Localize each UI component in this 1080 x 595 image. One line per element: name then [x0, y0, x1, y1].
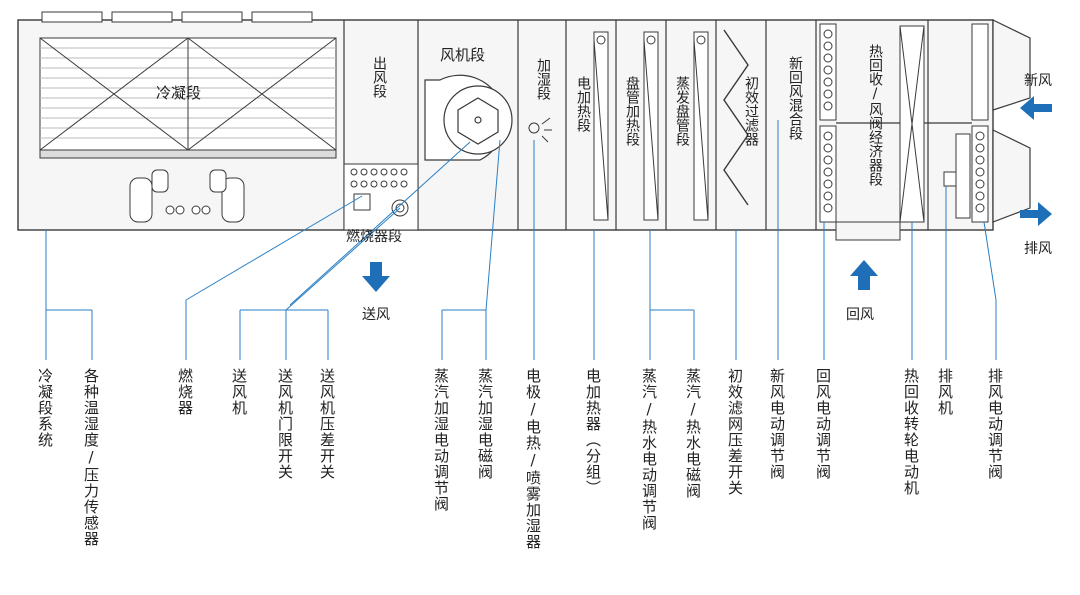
label-coil-heat-section: 盘管加热段 — [624, 76, 640, 146]
fresh-air-hood — [992, 19, 1031, 111]
label-supply-air: 送风 — [362, 307, 390, 323]
condenser-fans — [41, 11, 313, 23]
callout-door-switch: 送风机门限开关 — [276, 368, 294, 480]
label-fresh-air: 新风 — [1024, 73, 1052, 89]
callout-return-damper: 回风电动调节阀 — [814, 368, 832, 480]
airflow-arrows — [362, 96, 1052, 292]
dampers — [819, 23, 989, 223]
callout-burner: 燃烧器 — [176, 368, 194, 416]
label-fan-section: 风机段 — [440, 46, 486, 64]
heater-bars — [593, 31, 709, 221]
label-humidify-section: 加湿段 — [535, 58, 551, 100]
callout-filter-pressure-switch: 初效滤网压差开关 — [726, 368, 744, 496]
callout-sensors: 各种温湿度/压力传感器 — [82, 368, 100, 547]
callout-water-solenoid: 蒸汽/热水电磁阀 — [684, 368, 702, 499]
humidifier-symbol — [528, 117, 552, 143]
label-exhaust-air: 排风 — [1024, 241, 1052, 257]
callout-water-control-valve: 蒸汽/热水电动调节阀 — [640, 368, 658, 531]
label-filter-section: 初效过滤器 — [743, 76, 759, 146]
callout-electric-heater: 电加热器（分组） — [584, 368, 602, 496]
callout-supply-fan: 送风机 — [230, 368, 248, 416]
label-condensing-section: 冷凝段 — [156, 84, 202, 102]
callout-exhaust-fan: 排风机 — [936, 368, 954, 416]
supply-fan — [424, 74, 513, 161]
callout-exhaust-damper: 排风电动调节阀 — [986, 368, 1004, 480]
label-burner-section: 燃烧器段 — [346, 229, 402, 245]
callout-humidifier: 电极/电热/喷雾加湿器 — [524, 368, 542, 550]
exhaust-fan — [943, 133, 971, 219]
compressors — [129, 169, 245, 223]
label-outlet-section: 出风段 — [371, 56, 387, 98]
label-electric-heat-section: 电加热段 — [575, 76, 591, 132]
callout-fan-pressure-switch: 送风机压差开关 — [318, 368, 336, 480]
filter-zigzag — [723, 29, 749, 206]
condenser-x-marks — [39, 37, 337, 151]
callout-fresh-damper: 新风电动调节阀 — [768, 368, 786, 480]
callout-wheel-motor: 热回收转轮电动机 — [902, 368, 920, 496]
callout-condensing-system: 冷凝段系统 — [36, 368, 54, 448]
label-return-air: 回风 — [846, 307, 874, 323]
callout-steam-control-valve: 蒸汽加湿电动调节阀 — [432, 368, 450, 512]
section-dividers — [343, 20, 929, 230]
label-mixing-section: 新回风混合段 — [787, 56, 803, 140]
exhaust-air-hood — [992, 129, 1031, 223]
label-recovery-section: 热回收/风阀经济器段 — [867, 44, 883, 186]
leader-lines — [45, 120, 997, 360]
callout-steam-solenoid: 蒸汽加湿电磁阀 — [476, 368, 494, 480]
label-evaporator-section: 蒸发盘管段 — [674, 76, 690, 146]
